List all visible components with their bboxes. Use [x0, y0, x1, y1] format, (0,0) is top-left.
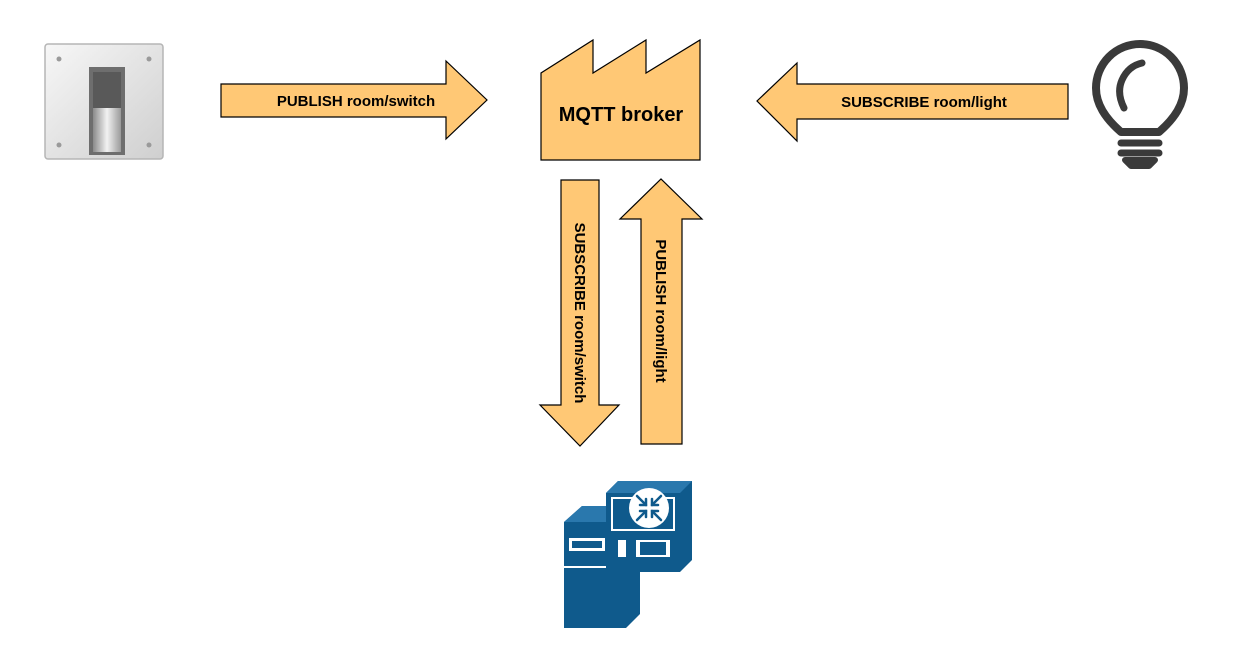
- subscribe-light-label: SUBSCRIBE room/light: [841, 94, 1007, 111]
- publish-light-arrow: PUBLISH room/light: [618, 178, 704, 445]
- subscribe-switch-label: SUBSCRIBE room/switch: [571, 223, 588, 404]
- wall-switch-icon: [44, 43, 164, 160]
- publish-switch-label: PUBLISH room/switch: [277, 93, 435, 110]
- subscribe-light-arrow: SUBSCRIBE room/light: [756, 61, 1069, 143]
- light-bulb-icon: [1092, 40, 1188, 169]
- subscribe-switch-arrow: SUBSCRIBE room/switch: [538, 179, 621, 447]
- publish-switch-arrow: PUBLISH room/switch: [220, 59, 488, 141]
- publish-light-label: PUBLISH room/light: [652, 239, 669, 382]
- broker-label: MQTT broker: [559, 104, 684, 126]
- controller-icon: [564, 481, 692, 628]
- mqtt-broker: MQTT broker: [540, 38, 701, 161]
- factory-icon: [540, 38, 701, 161]
